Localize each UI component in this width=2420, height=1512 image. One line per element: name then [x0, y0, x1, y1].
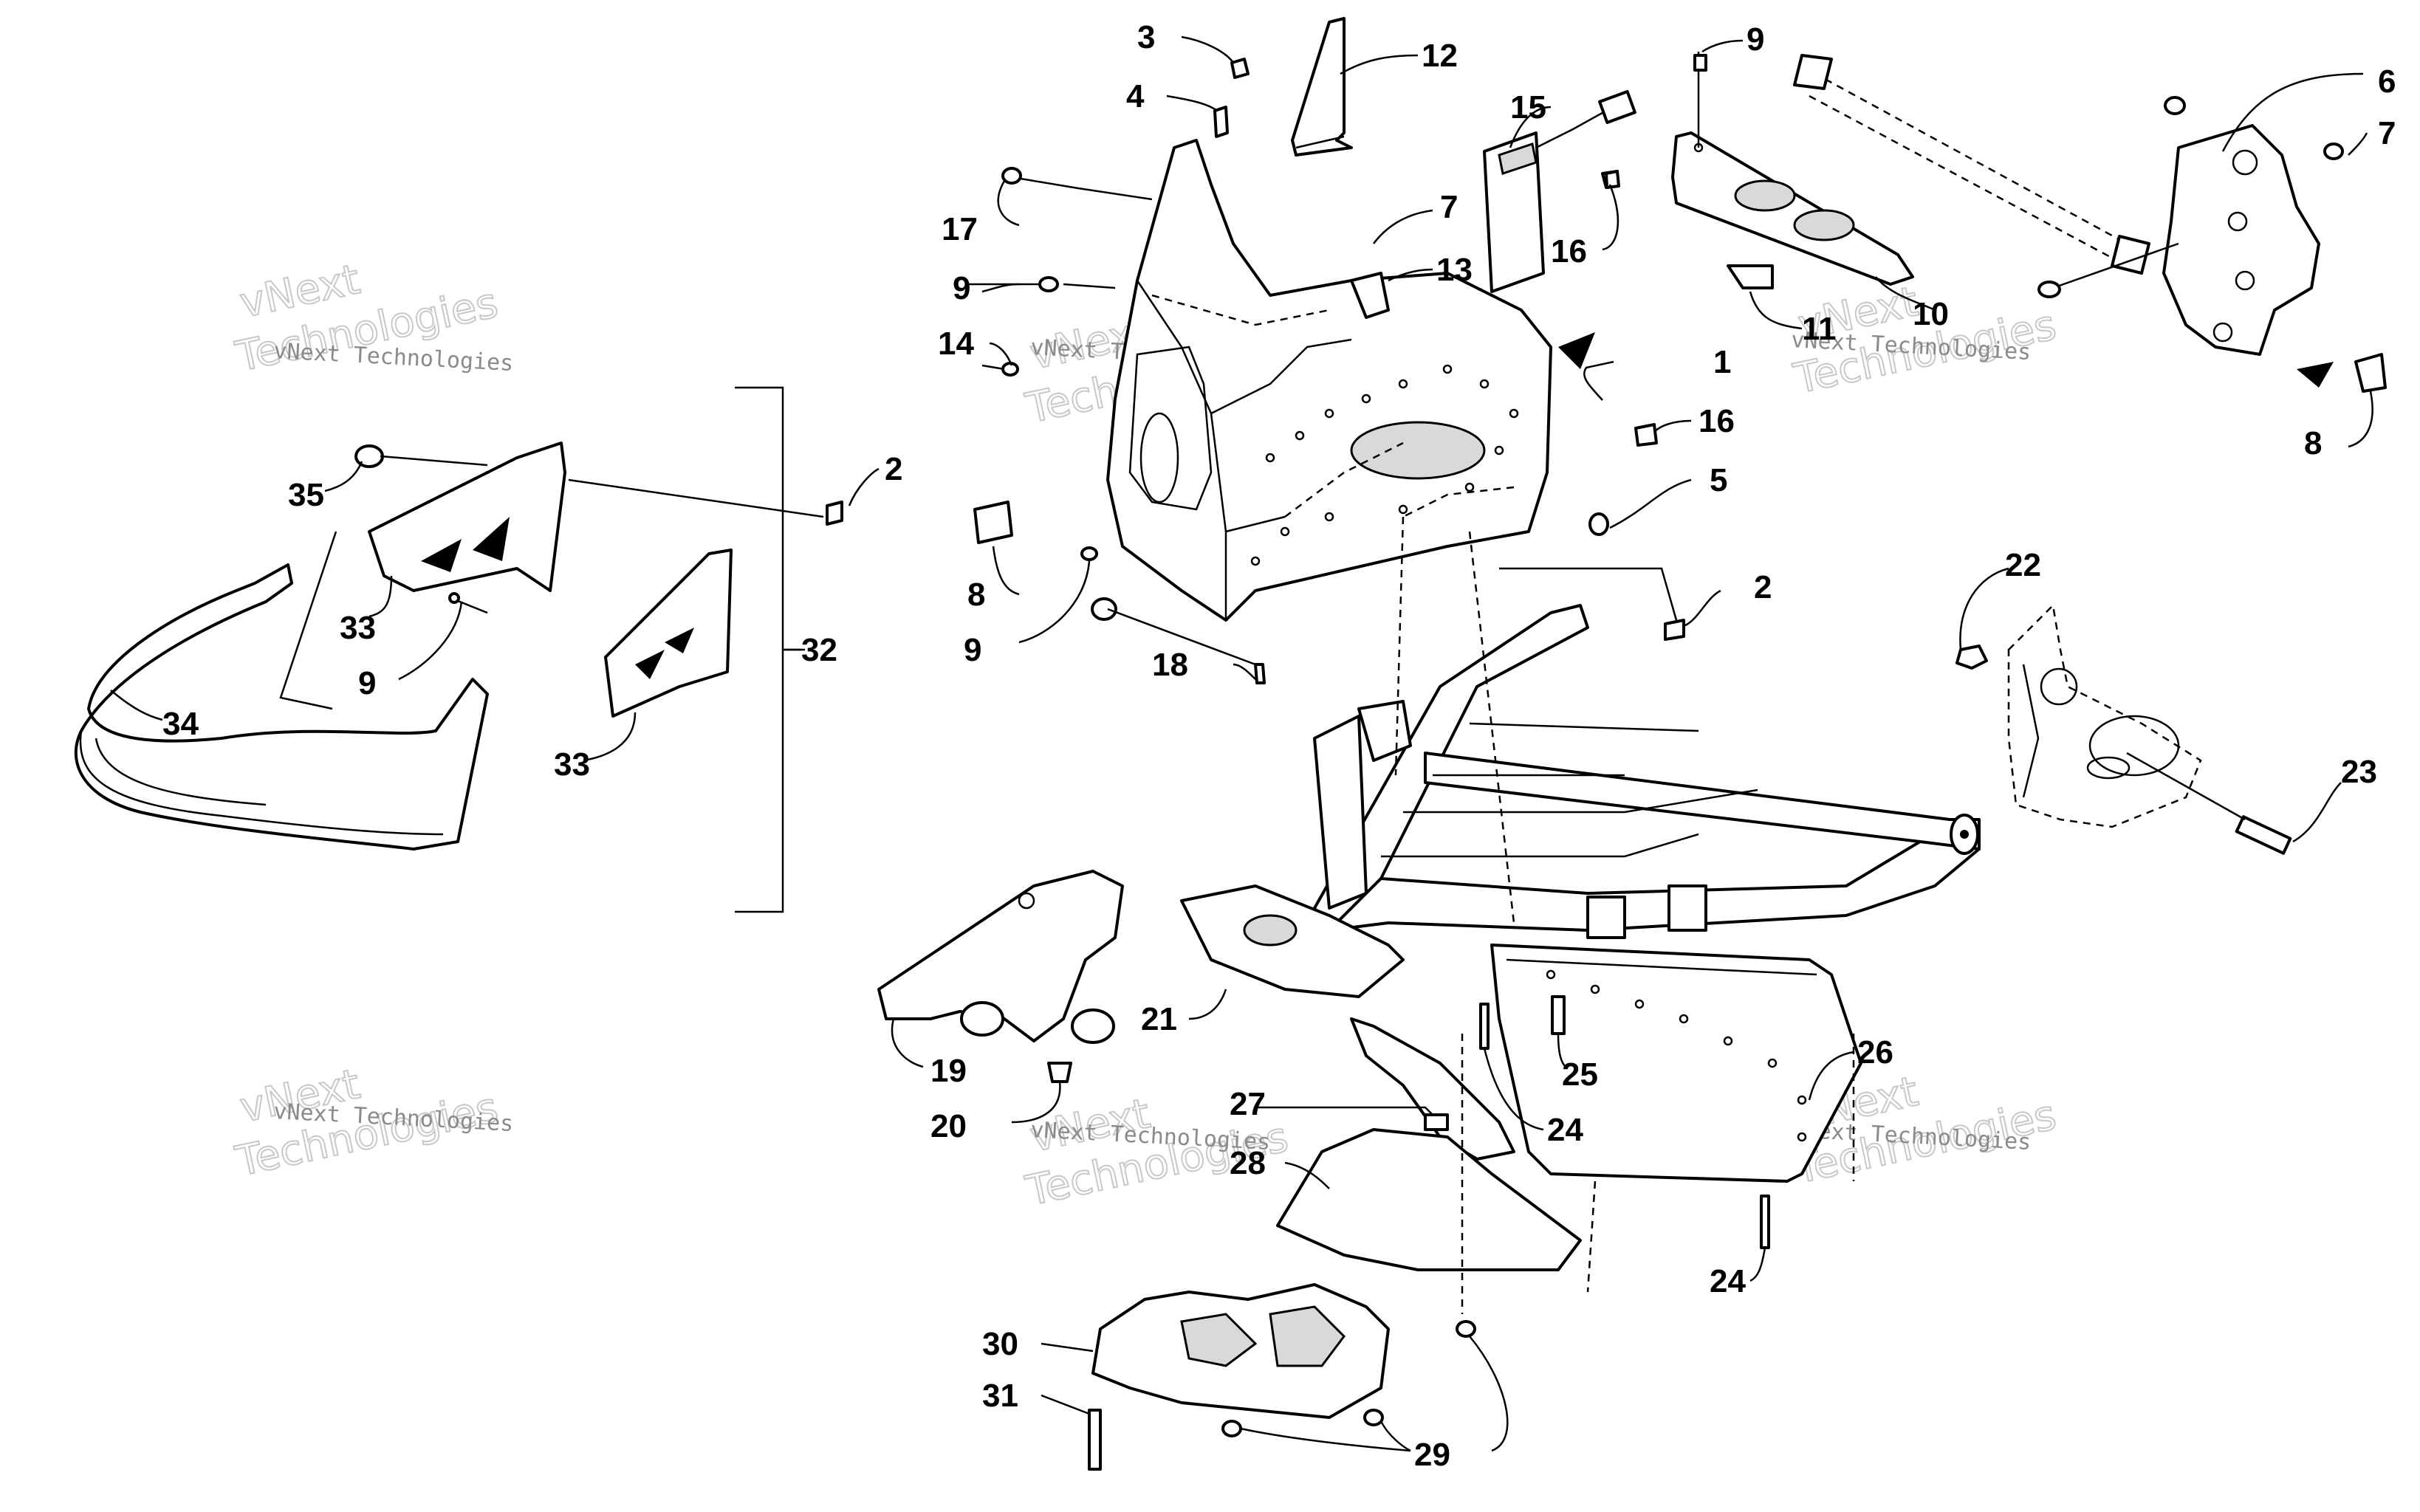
callout-9-top: 9 [1747, 21, 1764, 58]
callout-16-right: 16 [1699, 403, 1735, 439]
callout-14: 14 [938, 326, 974, 362]
bumper-assembly [74, 386, 824, 913]
callout-3: 3 [1137, 19, 1155, 55]
front-bulkhead [1106, 139, 1552, 622]
callout-4: 4 [1126, 78, 1145, 114]
callout-15: 15 [1510, 89, 1546, 126]
callout-1: 1 [1713, 344, 1731, 380]
callout-26: 26 [1857, 1034, 1893, 1071]
screw-35 [354, 444, 400, 468]
callout-2-right: 2 [1754, 569, 1772, 605]
callout-34: 34 [162, 706, 199, 742]
callout-29: 29 [1414, 1437, 1450, 1473]
callout-9-lower: 9 [964, 632, 981, 668]
callout-9-bumper: 9 [358, 665, 376, 701]
bumper-bracket-lower [604, 549, 733, 718]
callout-19: 19 [930, 1053, 967, 1089]
watermark-text-1: vNext Technologies [273, 338, 514, 377]
leader-lines [110, 35, 2373, 1452]
callout-28: 28 [1230, 1145, 1266, 1181]
front-frame [1091, 516, 1981, 1419]
group-bracket-32 [735, 386, 784, 913]
callout-18: 18 [1152, 647, 1188, 683]
shock-bracket-6 [1793, 54, 2387, 393]
callout-6: 6 [2378, 63, 2396, 100]
bulkhead-rivet-holes [1250, 364, 1519, 566]
callout-24-right: 24 [1710, 1263, 1746, 1299]
callout-32: 32 [801, 632, 837, 668]
steering-plate-12 [1291, 17, 1353, 157]
callout-2-left: 2 [885, 451, 902, 487]
bumper-bracket-upper [368, 441, 566, 592]
front-bulkhead-assembly [1106, 139, 1595, 622]
callout-35: 35 [288, 477, 324, 513]
callout-20: 20 [930, 1108, 967, 1144]
control-module-15 [1483, 90, 1636, 293]
side-panel-22 [1955, 603, 2292, 855]
callout-33-lower: 33 [554, 746, 590, 783]
callout-5: 5 [1710, 462, 1727, 498]
bulkhead-oval-cutout [1350, 421, 1486, 480]
bumper-tube [74, 563, 489, 850]
callout-22: 22 [2005, 547, 2041, 583]
callout-25: 25 [1562, 1056, 1598, 1093]
control-arm-19 [877, 870, 1124, 1044]
callout-8-right: 8 [2304, 425, 2322, 461]
callout-27: 27 [1230, 1086, 1266, 1122]
plate-10 [1671, 131, 1914, 289]
front-arrow-marker [1558, 332, 1595, 369]
rivet-9-left [448, 592, 488, 614]
callout-31: 31 [982, 1378, 1018, 1414]
callout-24-mid: 24 [1547, 1112, 1583, 1148]
callout-16-top: 16 [1551, 233, 1587, 269]
callout-7-right: 7 [2378, 115, 2396, 151]
callout-30: 30 [982, 1326, 1018, 1362]
callout-8-left: 8 [967, 577, 985, 613]
callout-17: 17 [942, 211, 978, 247]
callout-13: 13 [1436, 252, 1473, 288]
callout-11: 11 [1802, 311, 1837, 347]
hardware [826, 52, 1770, 1471]
callout-12: 12 [1422, 38, 1458, 74]
bracket-slot-2 [421, 539, 462, 572]
callout-10: 10 [1913, 296, 1949, 332]
callout-33-upper: 33 [340, 610, 376, 646]
callout-9-mid: 9 [953, 270, 970, 306]
callout-7-left: 7 [1440, 189, 1458, 225]
bracket-slot-1 [473, 517, 510, 561]
callout-21: 21 [1141, 1001, 1177, 1037]
callout-23: 23 [2341, 754, 2377, 790]
callout-labels: 1 2 2 3 4 5 6 7 7 8 8 9 9 9 9 10 11 12 1… [162, 19, 2396, 1473]
